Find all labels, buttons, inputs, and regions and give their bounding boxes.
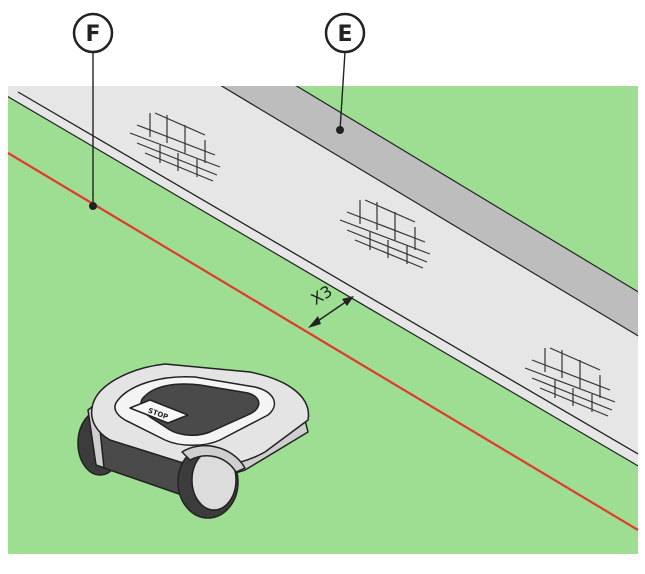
boundary-wire xyxy=(7,152,639,531)
stop-button xyxy=(129,399,189,424)
robotic-mower: STOP xyxy=(77,363,310,519)
mower-fender xyxy=(181,444,246,473)
arrowhead-end xyxy=(342,296,354,306)
callout-e: E xyxy=(324,12,366,54)
callout-f: F xyxy=(72,12,114,54)
callout-f-label: F xyxy=(85,22,100,47)
curb-strip xyxy=(220,86,638,337)
arrowhead-start xyxy=(308,316,321,328)
leader-line-e xyxy=(339,51,346,131)
leader-dot-e xyxy=(336,126,344,134)
callout-e-label: E xyxy=(337,22,352,47)
path-edge xyxy=(17,91,638,455)
brick-symbol-2 xyxy=(339,199,431,269)
paved-path xyxy=(8,86,638,467)
brick-symbol-3 xyxy=(524,347,616,417)
brick-symbol-1 xyxy=(129,112,221,182)
leader-dot-f xyxy=(89,202,97,210)
